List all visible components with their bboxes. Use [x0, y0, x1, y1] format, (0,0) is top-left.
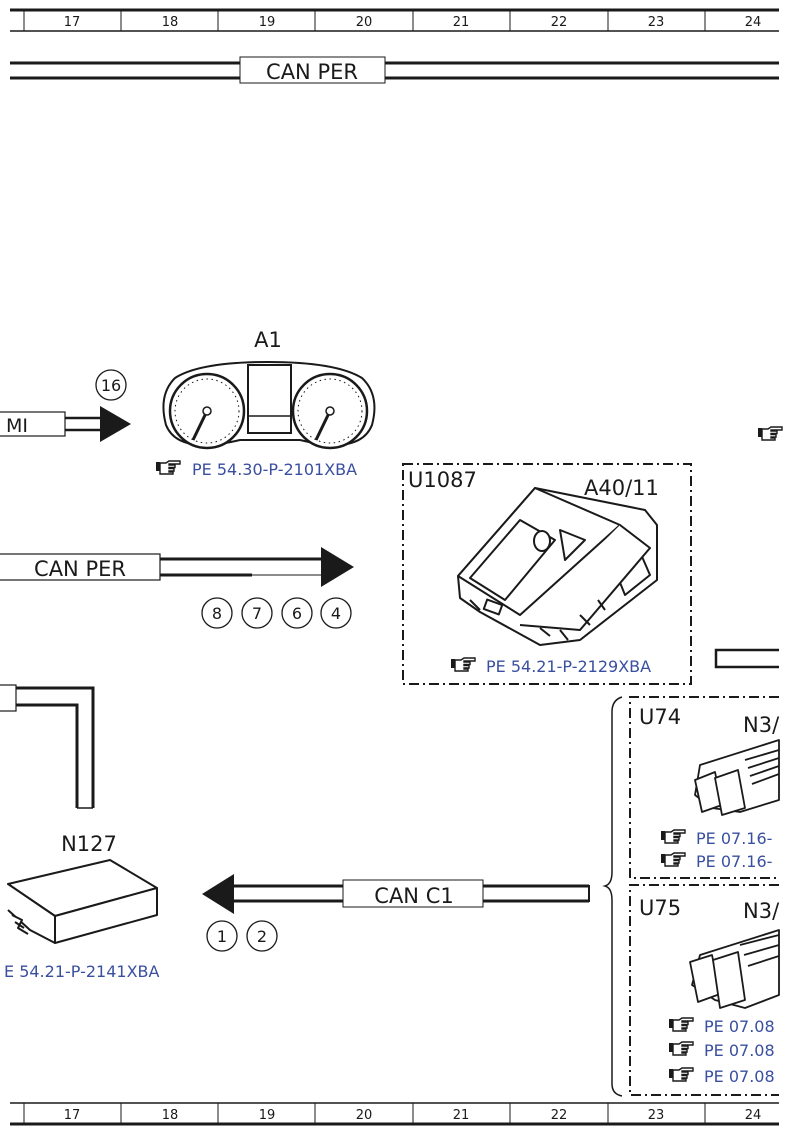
u1087-ref-text[interactable]: PE 54.21-P-2129XBA: [486, 657, 651, 676]
grid-col-18: 18: [162, 15, 179, 30]
grid-col-21-bottom: 21: [453, 1108, 470, 1123]
pin-1: 1: [217, 927, 227, 946]
u74-label: U74: [639, 705, 681, 729]
grid-col-17-bottom: 17: [64, 1108, 81, 1123]
a1-reference-link[interactable]: PE 54.30-P-2101XBA: [155, 460, 357, 479]
pin-circle-16: [95, 369, 127, 401]
pointing-hand-icon: [450, 657, 476, 672]
u75-module: U75 N3/: [629, 884, 780, 1096]
pointing-hand-icon: [155, 460, 181, 475]
a1-ref-text[interactable]: PE 54.30-P-2101XBA: [192, 460, 357, 479]
u74-ref-1[interactable]: PE 07.16-: [696, 829, 772, 848]
pin-4: 4: [331, 604, 341, 623]
a40-11-label: A40/11: [584, 476, 659, 500]
partial-right-connector: [714, 648, 779, 669]
can-c1-bus: CAN C1 1 2: [202, 874, 590, 952]
grid-col-17: 17: [64, 15, 81, 30]
can-c1-label: CAN C1: [374, 884, 453, 908]
n127-label: N127: [61, 832, 117, 856]
arrow-right-icon: [321, 547, 354, 587]
arrow-right-icon: [100, 406, 131, 442]
u74-module: U74 N3/: [629, 696, 780, 879]
n127-ref-text[interactable]: E 54.21-P-2141XBA: [4, 962, 160, 981]
grid-col-21: 21: [453, 15, 470, 30]
u75-label: U75: [639, 896, 681, 920]
grid-col-20: 20: [356, 15, 373, 30]
n127-module: N127: [7, 832, 158, 944]
pin-8: 8: [212, 604, 222, 623]
pin-6: 6: [292, 604, 302, 623]
pointing-hand-icon: [757, 426, 783, 441]
grid-col-22-bottom: 22: [551, 1108, 568, 1123]
pointing-hand-icon: [660, 852, 686, 867]
u74-ref-2[interactable]: PE 07.16-: [696, 852, 772, 871]
a1-instrument-cluster: A1: [162, 328, 376, 450]
grid-col-20-bottom: 20: [356, 1108, 373, 1123]
pointing-hand-icon: [668, 1041, 694, 1056]
u75-ref-1[interactable]: PE 07.08: [704, 1017, 775, 1036]
grid-col-19: 19: [259, 15, 276, 30]
arrow-left-icon: [202, 874, 234, 914]
grid-col-24-bottom: 24: [745, 1108, 762, 1123]
grid-col-18-bottom: 18: [162, 1108, 179, 1123]
u75-ref-2[interactable]: PE 07.08: [704, 1041, 775, 1060]
u75-sub-label: N3/: [743, 899, 780, 923]
can-per-top-label: CAN PER: [266, 60, 358, 84]
hmi-connection: MI 16: [0, 369, 131, 442]
pin-2: 2: [257, 927, 267, 946]
pin-7: 7: [252, 604, 262, 623]
top-grid-bar: 17 18 19 20 21 22 23 24: [10, 8, 779, 32]
can-per-middle-bus: CAN PER 8 7 6 4: [0, 547, 354, 629]
u75-reference-links[interactable]: PE 07.08 PE 07.08 PE 07.08: [668, 1017, 775, 1086]
u74-sub-label: N3/: [743, 713, 780, 737]
grid-col-23-bottom: 23: [648, 1108, 665, 1123]
grid-col-23: 23: [648, 15, 665, 30]
u1087-module: U1087 A40/11: [402, 463, 692, 685]
u1087-reference-link[interactable]: PE 54.21-P-2129XBA: [450, 657, 651, 676]
grid-col-24: 24: [745, 15, 762, 30]
u1087-label: U1087: [408, 468, 477, 492]
u74-reference-links[interactable]: PE 07.16- PE 07.16-: [660, 829, 772, 871]
hmi-label: MI: [6, 415, 28, 437]
pointing-hand-icon: [668, 1067, 694, 1082]
bottom-grid-bar: 17 18 19 20 21 22 23 24: [10, 1102, 779, 1126]
grid-col-22: 22: [551, 15, 568, 30]
pin-16: 16: [101, 376, 121, 395]
can-per-middle-label: CAN PER: [34, 557, 126, 581]
can-per-top-bus: CAN PER: [10, 56, 779, 84]
pointing-hand-icon: [660, 829, 686, 844]
group-brace: [602, 696, 623, 1097]
n127-wire: [0, 684, 95, 809]
u75-ref-3[interactable]: PE 07.08: [704, 1067, 775, 1086]
a1-label: A1: [254, 328, 282, 352]
grid-col-19-bottom: 19: [259, 1108, 276, 1123]
pointing-hand-icon: [668, 1017, 694, 1032]
